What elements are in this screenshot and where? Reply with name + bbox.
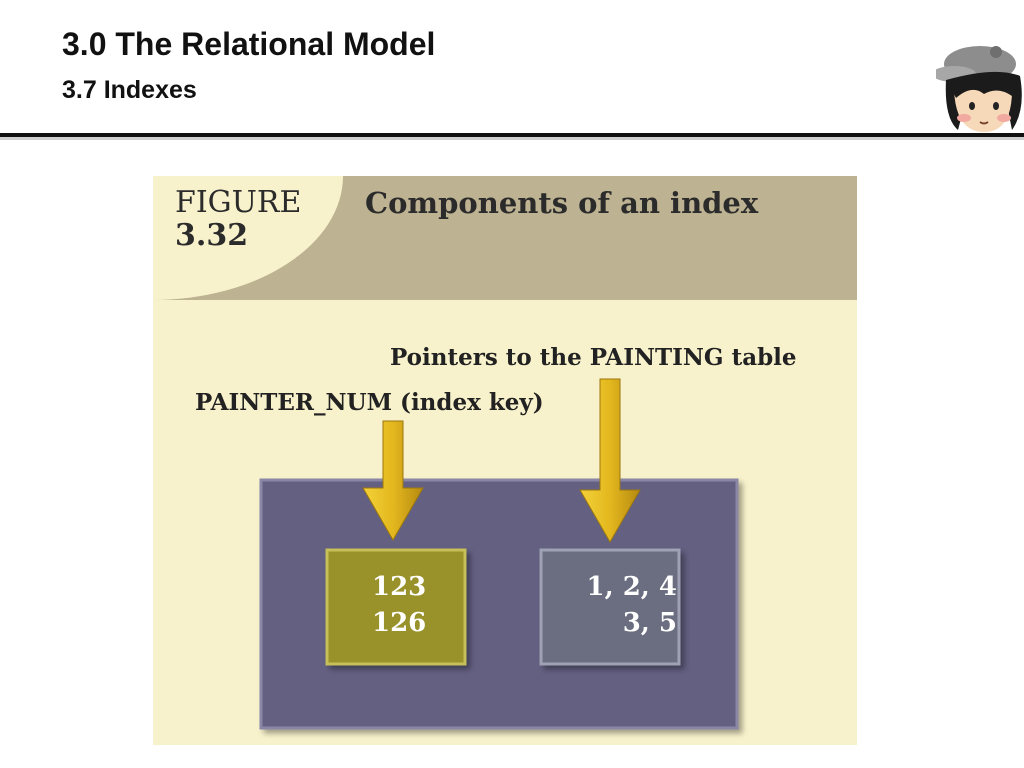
figure-panel: FIGURE 3.32 Components of an index Point… [153, 176, 857, 745]
key-value: 123 [372, 572, 427, 602]
figure-number: FIGURE 3.32 [175, 186, 301, 252]
slide-title: 3.0 The Relational Model [62, 26, 436, 62]
pointer-arrow-icon [579, 378, 641, 544]
pointer-cell [539, 548, 681, 666]
index-key-label: PAINTER_NUM (index key) [195, 389, 544, 416]
key-values: 123 126 [372, 569, 426, 641]
figure-label-number: 3.32 [175, 218, 249, 253]
key-arrow-icon [362, 420, 424, 542]
pointer-value: 1, 2, 4 [586, 572, 677, 602]
pointer-values: 1, 2, 4 3, 5 [565, 569, 677, 641]
mascot-icon [936, 46, 1022, 132]
title-rule-shadow [0, 137, 1024, 140]
figure-caption: Components of an index [365, 186, 759, 220]
title-rule [0, 133, 1024, 137]
pointers-label: Pointers to the PAINTING table [390, 344, 797, 371]
index-diagram [259, 378, 739, 730]
slide-subtitle: 3.7 Indexes [62, 76, 197, 104]
figure-label-word: FIGURE [175, 185, 302, 220]
pointer-value: 3, 5 [622, 608, 677, 638]
key-cell [325, 548, 467, 666]
key-value: 126 [372, 608, 427, 638]
